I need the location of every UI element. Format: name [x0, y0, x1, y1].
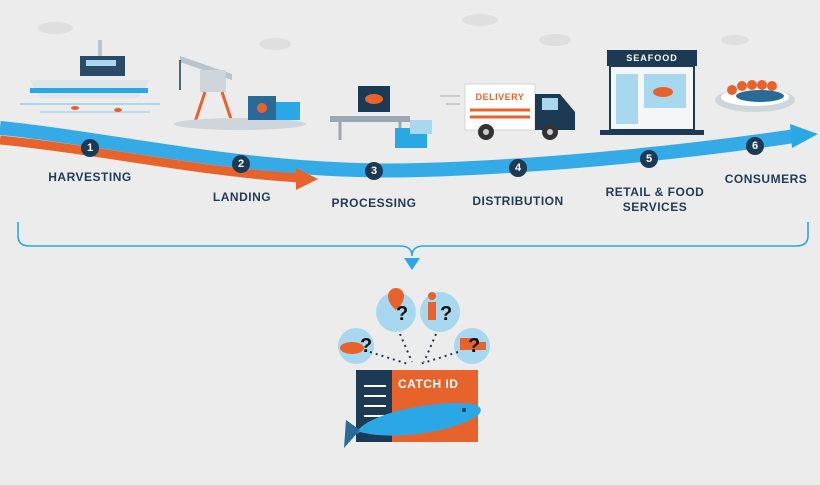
svg-text:?: ? — [468, 335, 480, 357]
step-number-1: 1 — [81, 139, 99, 157]
processing-conveyor-icon — [330, 86, 432, 148]
truck-question-icon: ? — [454, 328, 490, 364]
seafood-shop-icon — [600, 50, 704, 135]
flow-arrow-orange — [0, 135, 301, 183]
delivery-truck-icon — [440, 83, 575, 140]
step-label-retail: RETAIL & FOOD SERVICES — [605, 185, 705, 214]
step-label-harvesting: HARVESTING — [48, 170, 132, 184]
location-question-icon: ? — [376, 288, 416, 332]
svg-text:?: ? — [360, 335, 372, 357]
flow-arrow-blue — [0, 121, 797, 178]
step-number-4: 4 — [509, 159, 527, 177]
step-number-6: 6 — [746, 137, 764, 155]
catch-id-card — [344, 370, 481, 448]
shop-sign-text: SEAFOOD — [626, 53, 678, 63]
fish-question-icon: ? — [338, 328, 374, 364]
truck-delivery-text: DELIVERY — [475, 92, 525, 102]
catch-id-title: CATCH ID — [398, 377, 459, 391]
bracket-arrowhead — [404, 258, 420, 270]
step-number-3: 3 — [365, 162, 383, 180]
flow-arrowhead-blue — [790, 124, 818, 148]
fishing-boat-icon — [20, 40, 160, 113]
seafood-plate-icon — [715, 80, 795, 112]
step-label-processing: PROCESSING — [331, 196, 417, 210]
step-label-landing: LANDING — [212, 190, 272, 204]
step-number-2: 2 — [232, 155, 250, 173]
cargo-crates-icon — [248, 96, 300, 120]
step-number-5: 5 — [640, 150, 658, 168]
flow-arrowhead-orange — [296, 168, 318, 190]
person-question-icon: ? — [420, 292, 460, 332]
svg-text:?: ? — [440, 303, 452, 325]
connector-dots — [369, 333, 459, 365]
background-clouds — [37, 14, 749, 50]
step-label-consumers: CONSUMERS — [724, 172, 808, 186]
bracket-line — [17, 222, 809, 257]
harbor-crane-icon — [174, 56, 306, 130]
step-label-distribution: DISTRIBUTION — [472, 194, 564, 208]
svg-text:?: ? — [396, 303, 408, 325]
